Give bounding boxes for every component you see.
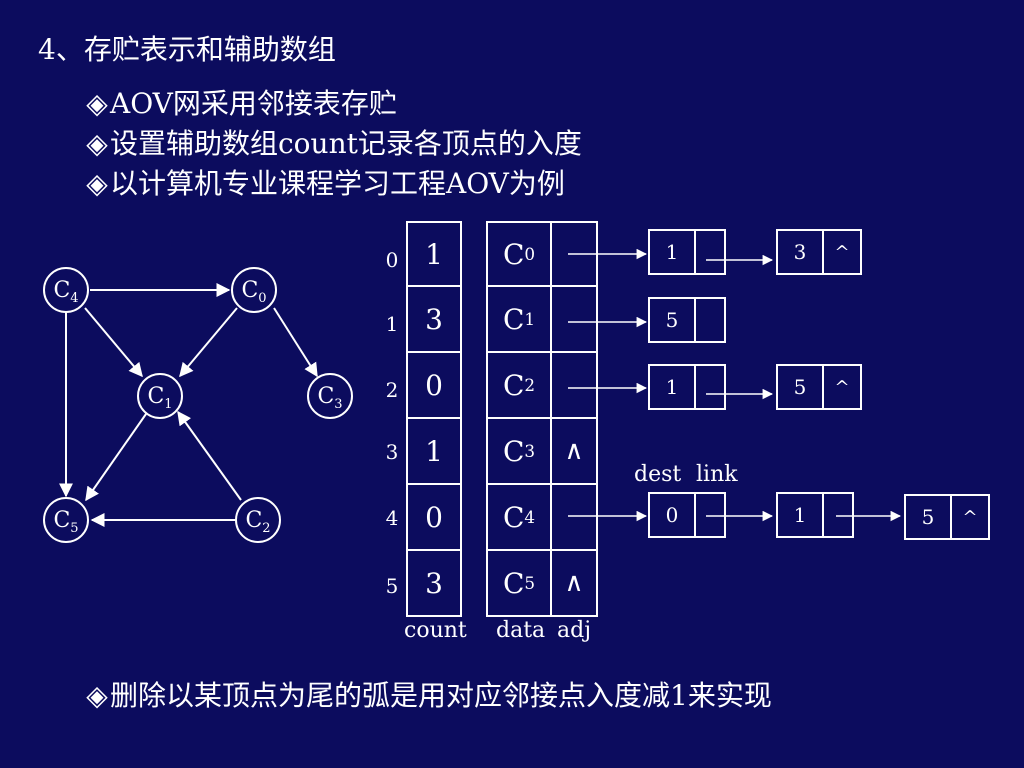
node-dest: 1 [778, 494, 824, 536]
node-dest: 3 [778, 231, 824, 273]
edge-c2-c1 [177, 410, 242, 501]
svg-text:C1: C1 [147, 384, 172, 412]
bullet-text: AOV网采用邻接表存贮 [110, 87, 397, 120]
vertex-adj [552, 485, 596, 549]
svg-text:C5: C5 [53, 508, 78, 536]
count-cell: 3 [406, 287, 462, 353]
vertex-adj: ∧ [564, 436, 584, 466]
svg-text:C3: C3 [317, 384, 342, 412]
list-node: 3^ [776, 229, 862, 275]
list-node: 5 [648, 297, 726, 343]
node-dest: 5 [778, 366, 824, 408]
graph-node-c2: C2 [235, 497, 281, 543]
vertex-adj: ∧ [564, 568, 584, 598]
bullet-item: ◈设置辅助数组count记录各顶点的入度 [84, 122, 582, 162]
index-label: 0 [385, 248, 399, 272]
list-node: 5^ [904, 494, 990, 540]
count-cell: 1 [406, 221, 462, 287]
diamond-bullet-icon: ◈ [86, 167, 108, 200]
node-link [696, 231, 724, 273]
bullet-item: ◈以计算机专业课程学习工程AOV为例 [84, 162, 565, 202]
node-link: ^ [834, 241, 850, 263]
index-label: 4 [385, 506, 399, 530]
bullet-text: 以计算机专业课程学习工程AOV为例 [110, 167, 565, 200]
vertex-adj [552, 353, 596, 417]
index-label: 2 [385, 378, 399, 402]
data-label: data [496, 618, 546, 643]
bullet-item: ◈删除以某顶点为尾的弧是用对应邻接点入度减1来实现 [84, 674, 772, 714]
node-link [696, 299, 724, 341]
svg-text:C4: C4 [53, 278, 78, 306]
vertex-adj [552, 223, 596, 285]
bullet-item: ◈AOV网采用邻接表存贮 [84, 82, 397, 122]
edge-c1-c5 [85, 413, 147, 502]
svg-text:C2: C2 [245, 508, 270, 536]
link-label: link [696, 462, 738, 487]
graph-node-c3: C3 [307, 373, 353, 419]
graph-node-c4: C4 [43, 267, 89, 313]
node-link [824, 494, 852, 536]
count-label: count [404, 618, 467, 643]
diamond-bullet-icon: ◈ [86, 679, 108, 712]
page-title: 4、存贮表示和辅助数组 [38, 33, 336, 66]
edge-c0-c3 [273, 307, 318, 378]
graph-node-c1: C1 [137, 373, 183, 419]
list-node: 1 [776, 492, 854, 538]
count-cell: 3 [406, 551, 462, 617]
node-dest: 5 [906, 496, 952, 538]
list-node: 1 [648, 229, 726, 275]
vertex-adj [552, 287, 596, 351]
index-label: 1 [385, 312, 399, 336]
count-cell: 0 [406, 353, 462, 419]
adj-label: adj [557, 618, 592, 643]
graph-node-c5: C5 [43, 497, 89, 543]
node-link: ^ [834, 376, 850, 398]
bullet-text: 删除以某顶点为尾的弧是用对应邻接点入度减1来实现 [110, 679, 772, 712]
node-dest: 0 [650, 494, 696, 536]
graph-node-c0: C0 [231, 267, 277, 313]
node-dest: 1 [650, 366, 696, 408]
diamond-bullet-icon: ◈ [86, 127, 108, 160]
index-label: 5 [385, 574, 399, 598]
diamond-bullet-icon: ◈ [86, 87, 108, 120]
node-dest: 1 [650, 231, 696, 273]
list-node: 0 [648, 492, 726, 538]
node-link [696, 366, 724, 408]
count-cell: 0 [406, 485, 462, 551]
list-node: 1 [648, 364, 726, 410]
node-link: ^ [962, 506, 978, 528]
count-array: 1 3 0 1 0 3 [406, 221, 462, 617]
node-link [696, 494, 724, 536]
edge-c4-c1 [84, 307, 143, 378]
bullet-text: 设置辅助数组count记录各顶点的入度 [110, 127, 582, 160]
node-dest: 5 [650, 299, 696, 341]
dest-label: dest [634, 462, 682, 487]
edge-c0-c1 [179, 307, 238, 378]
list-node: 5^ [776, 364, 862, 410]
index-label: 3 [385, 440, 399, 464]
svg-text:C0: C0 [241, 278, 266, 306]
count-cell: 1 [406, 419, 462, 485]
